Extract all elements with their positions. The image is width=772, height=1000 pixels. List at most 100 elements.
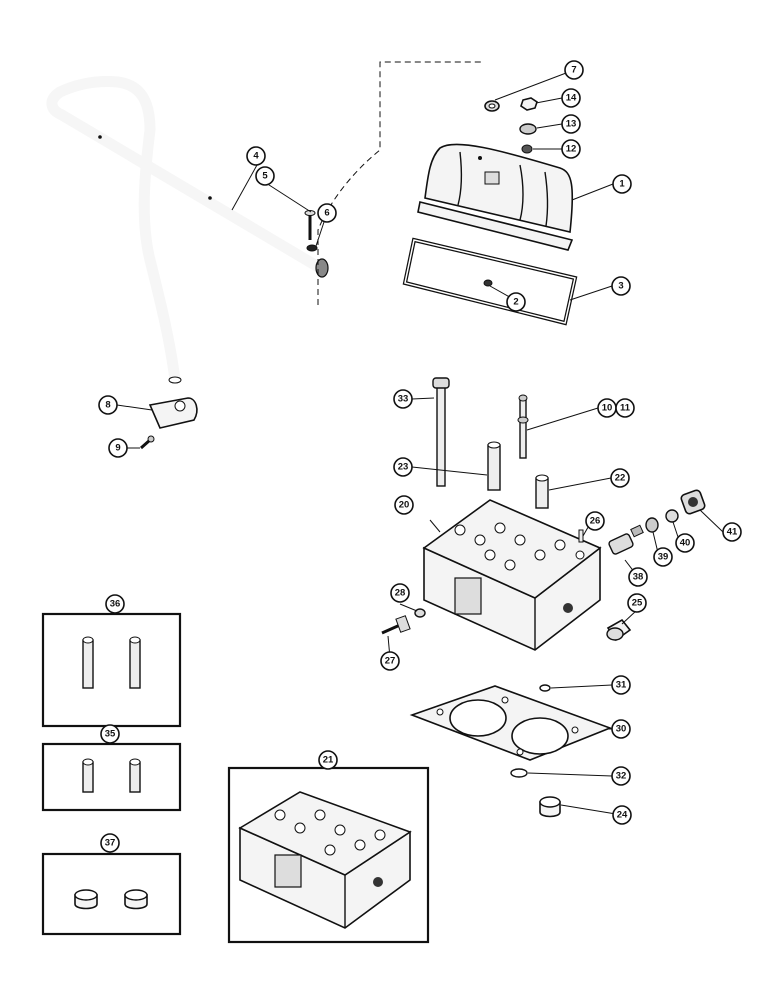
stud-10-11 bbox=[517, 394, 529, 459]
svg-text:7: 7 bbox=[571, 65, 576, 76]
callout-10: 10 bbox=[597, 398, 617, 418]
svg-text:35: 35 bbox=[105, 729, 116, 740]
fitting-38 bbox=[608, 524, 644, 555]
svg-text:25: 25 bbox=[632, 598, 643, 609]
callout-8: 8 bbox=[98, 395, 118, 415]
kit-box-35 bbox=[41, 742, 182, 812]
valve-guide-23 bbox=[487, 441, 501, 491]
plug-25 bbox=[606, 618, 632, 642]
svg-text:14: 14 bbox=[566, 93, 577, 104]
ring-31 bbox=[539, 684, 551, 692]
callout-2: 2 bbox=[506, 292, 526, 312]
svg-text:1: 1 bbox=[619, 179, 625, 190]
nut-41 bbox=[680, 489, 706, 515]
callout-33: 33 bbox=[393, 389, 413, 409]
svg-text:27: 27 bbox=[385, 656, 396, 667]
svg-text:21: 21 bbox=[323, 755, 334, 766]
callout-11: 11 bbox=[615, 398, 635, 418]
washer-13 bbox=[519, 123, 537, 135]
svg-text:20: 20 bbox=[399, 500, 410, 511]
callout-25: 25 bbox=[627, 593, 647, 613]
callout-32: 32 bbox=[611, 766, 631, 786]
callout-41: 41 bbox=[722, 522, 742, 542]
valve-cover bbox=[417, 143, 574, 251]
bracket-8 bbox=[148, 397, 198, 429]
callout-23: 23 bbox=[393, 457, 413, 477]
washer-39 bbox=[645, 517, 659, 533]
callout-3: 3 bbox=[611, 276, 631, 296]
svg-text:3: 3 bbox=[618, 281, 623, 292]
svg-text:11: 11 bbox=[620, 403, 631, 414]
svg-text:22: 22 bbox=[615, 473, 626, 484]
callout-21: 21 bbox=[318, 750, 338, 770]
washer-40 bbox=[665, 509, 679, 523]
svg-text:9: 9 bbox=[115, 443, 120, 454]
svg-text:26: 26 bbox=[590, 516, 601, 527]
callout-7: 7 bbox=[564, 60, 584, 80]
svg-text:40: 40 bbox=[680, 538, 691, 549]
callout-24: 24 bbox=[612, 805, 632, 825]
seat-24 bbox=[539, 796, 561, 818]
ring-32 bbox=[510, 768, 528, 778]
screw-9 bbox=[140, 435, 155, 450]
svg-text:10: 10 bbox=[602, 403, 613, 414]
callout-13: 13 bbox=[561, 114, 581, 134]
head-gasket bbox=[409, 685, 613, 761]
callout-37: 37 bbox=[100, 833, 120, 853]
callout-20: 20 bbox=[394, 495, 414, 515]
callout-28: 28 bbox=[390, 583, 410, 603]
svg-text:28: 28 bbox=[395, 588, 406, 599]
svg-text:30: 30 bbox=[616, 724, 627, 735]
kit-box-37 bbox=[41, 852, 182, 936]
callout-35: 35 bbox=[100, 724, 120, 744]
callouts: 7 14 13 12 1 2 3 4 5 6 8 9 33 10 11 23 2… bbox=[98, 60, 742, 853]
cylinder-head bbox=[422, 499, 602, 651]
dowel-26 bbox=[578, 529, 584, 543]
callout-22: 22 bbox=[610, 468, 630, 488]
grommet-2 bbox=[483, 279, 493, 287]
svg-text:41: 41 bbox=[727, 527, 738, 538]
head-bolt-33 bbox=[432, 377, 450, 487]
svg-text:6: 6 bbox=[324, 208, 329, 219]
nut-14 bbox=[520, 97, 538, 111]
svg-text:8: 8 bbox=[105, 400, 110, 411]
cylinder-head-assembly-21 bbox=[238, 791, 412, 929]
fitting-27 bbox=[381, 615, 411, 635]
callout-6: 6 bbox=[317, 203, 337, 223]
svg-text:4: 4 bbox=[253, 151, 259, 162]
grommet-12 bbox=[521, 144, 533, 154]
svg-text:39: 39 bbox=[658, 552, 669, 563]
callout-39: 39 bbox=[653, 547, 673, 567]
leader-lines bbox=[109, 69, 724, 854]
kit-36-guides bbox=[82, 636, 141, 689]
svg-text:13: 13 bbox=[566, 119, 577, 130]
callout-4: 4 bbox=[246, 146, 266, 166]
callout-27: 27 bbox=[380, 651, 400, 671]
cover-gasket bbox=[402, 237, 578, 326]
callout-1: 1 bbox=[612, 174, 632, 194]
svg-text:38: 38 bbox=[633, 572, 644, 583]
svg-text:32: 32 bbox=[616, 771, 627, 782]
svg-text:33: 33 bbox=[398, 394, 409, 405]
valve-guide-22 bbox=[535, 474, 549, 509]
svg-text:24: 24 bbox=[617, 810, 628, 821]
callout-30: 30 bbox=[611, 719, 631, 739]
callout-5: 5 bbox=[255, 166, 275, 186]
callout-31: 31 bbox=[611, 675, 631, 695]
washer-28 bbox=[414, 608, 426, 618]
callout-9: 9 bbox=[108, 438, 128, 458]
callout-38: 38 bbox=[628, 567, 648, 587]
callout-26: 26 bbox=[585, 511, 605, 531]
svg-text:31: 31 bbox=[616, 680, 627, 691]
callout-40: 40 bbox=[675, 533, 695, 553]
svg-text:2: 2 bbox=[513, 297, 518, 308]
svg-text:12: 12 bbox=[566, 144, 577, 155]
kit-35-guides bbox=[82, 758, 141, 793]
assembly-dashed-line bbox=[317, 61, 482, 305]
bolt-5 bbox=[304, 210, 316, 240]
kit-37-seats bbox=[74, 889, 148, 910]
svg-text:5: 5 bbox=[262, 171, 268, 182]
callout-14: 14 bbox=[561, 88, 581, 108]
svg-text:23: 23 bbox=[398, 462, 409, 473]
